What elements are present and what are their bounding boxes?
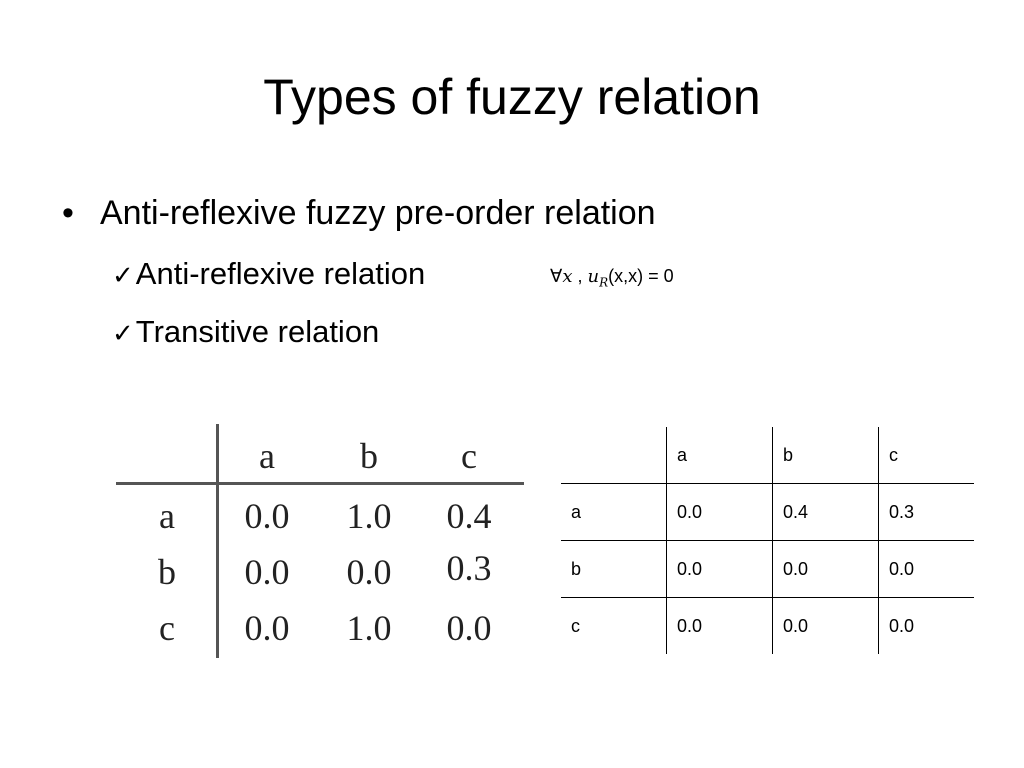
sub-item-text: Anti-reflexive relation: [135, 256, 426, 291]
matrix-cell: 0.0: [346, 552, 392, 592]
anti-reflexive-formula: ∀x , uR(x,x) = 0: [550, 264, 674, 295]
table-cell: 0.0: [666, 597, 773, 654]
col-header: a: [666, 427, 773, 484]
sub-item-text: Transitive relation: [135, 314, 380, 349]
sub-item-transitive: ✓Transitive relation: [112, 312, 379, 354]
row-header: a: [561, 483, 667, 541]
formula-subscript: R: [599, 275, 609, 290]
table-row: c 0.0 0.0 0.0: [561, 597, 974, 654]
matrix-cell: 0.3: [446, 548, 492, 588]
table-cell: 0.0: [666, 483, 773, 541]
formula-rest: (x,x) = 0: [608, 266, 674, 286]
table-cell: 0.0: [878, 540, 974, 598]
formula-membership: u: [587, 266, 600, 287]
matrix-cell: 1.0: [346, 496, 392, 536]
table-row: a 0.0 0.4 0.3: [561, 483, 974, 541]
transitive-closure-table: a b c a 0.0 0.4 0.3 b 0.0 0.0 0.0 c 0.0 …: [561, 427, 974, 654]
row-header: c: [571, 615, 580, 636]
col-header: c: [461, 436, 477, 476]
matrix-cell: 0.0: [244, 552, 290, 592]
formula-variable: x: [562, 266, 573, 287]
matrix-horizontal-rule: [116, 482, 524, 485]
bullet-marker: •: [62, 194, 74, 232]
matrix-cell: 0.4: [446, 496, 492, 536]
table-corner: [561, 427, 667, 484]
row-header: a: [159, 496, 175, 536]
table-cell: 0.3: [878, 483, 974, 541]
table-header-row: a b c: [561, 427, 974, 484]
table-cell: 0.0: [772, 540, 879, 598]
row-header: c: [159, 608, 175, 648]
col-header: b: [772, 427, 879, 484]
table-cell: 0.4: [772, 483, 879, 541]
row-header: b: [158, 552, 176, 592]
formula-separator: ,: [572, 266, 588, 286]
sub-item-anti-reflexive: ✓Anti-reflexive relation: [112, 254, 425, 296]
matrix-vertical-rule: [216, 424, 219, 658]
col-header: c: [878, 427, 974, 484]
check-icon: ✓: [112, 261, 134, 291]
matrix-cell: 0.0: [244, 608, 290, 648]
bullet-item: • Anti-reflexive fuzzy pre-order relation: [62, 190, 656, 236]
matrix-cell: 0.0: [244, 496, 290, 536]
bullet-text: Anti-reflexive fuzzy pre-order relation: [100, 194, 656, 232]
col-header: b: [360, 436, 378, 476]
table-cell: 0.0: [772, 597, 879, 654]
matrix-cell: 0.0: [446, 608, 492, 648]
table-cell: 0.0: [878, 597, 974, 654]
row-header: b: [561, 540, 667, 598]
table-cell: 0.0: [666, 540, 773, 598]
slide-title: Types of fuzzy relation: [263, 69, 761, 125]
forall-symbol: ∀: [550, 266, 563, 286]
table-row: b 0.0 0.0 0.0: [561, 540, 974, 598]
matrix-cell: 1.0: [346, 608, 392, 648]
check-icon: ✓: [112, 319, 134, 349]
relation-matrix-image: a b c a 0.0 1.0 0.4 b 0.0 0.0 0.3 c 0.0 …: [116, 424, 524, 658]
col-header: a: [259, 436, 275, 476]
